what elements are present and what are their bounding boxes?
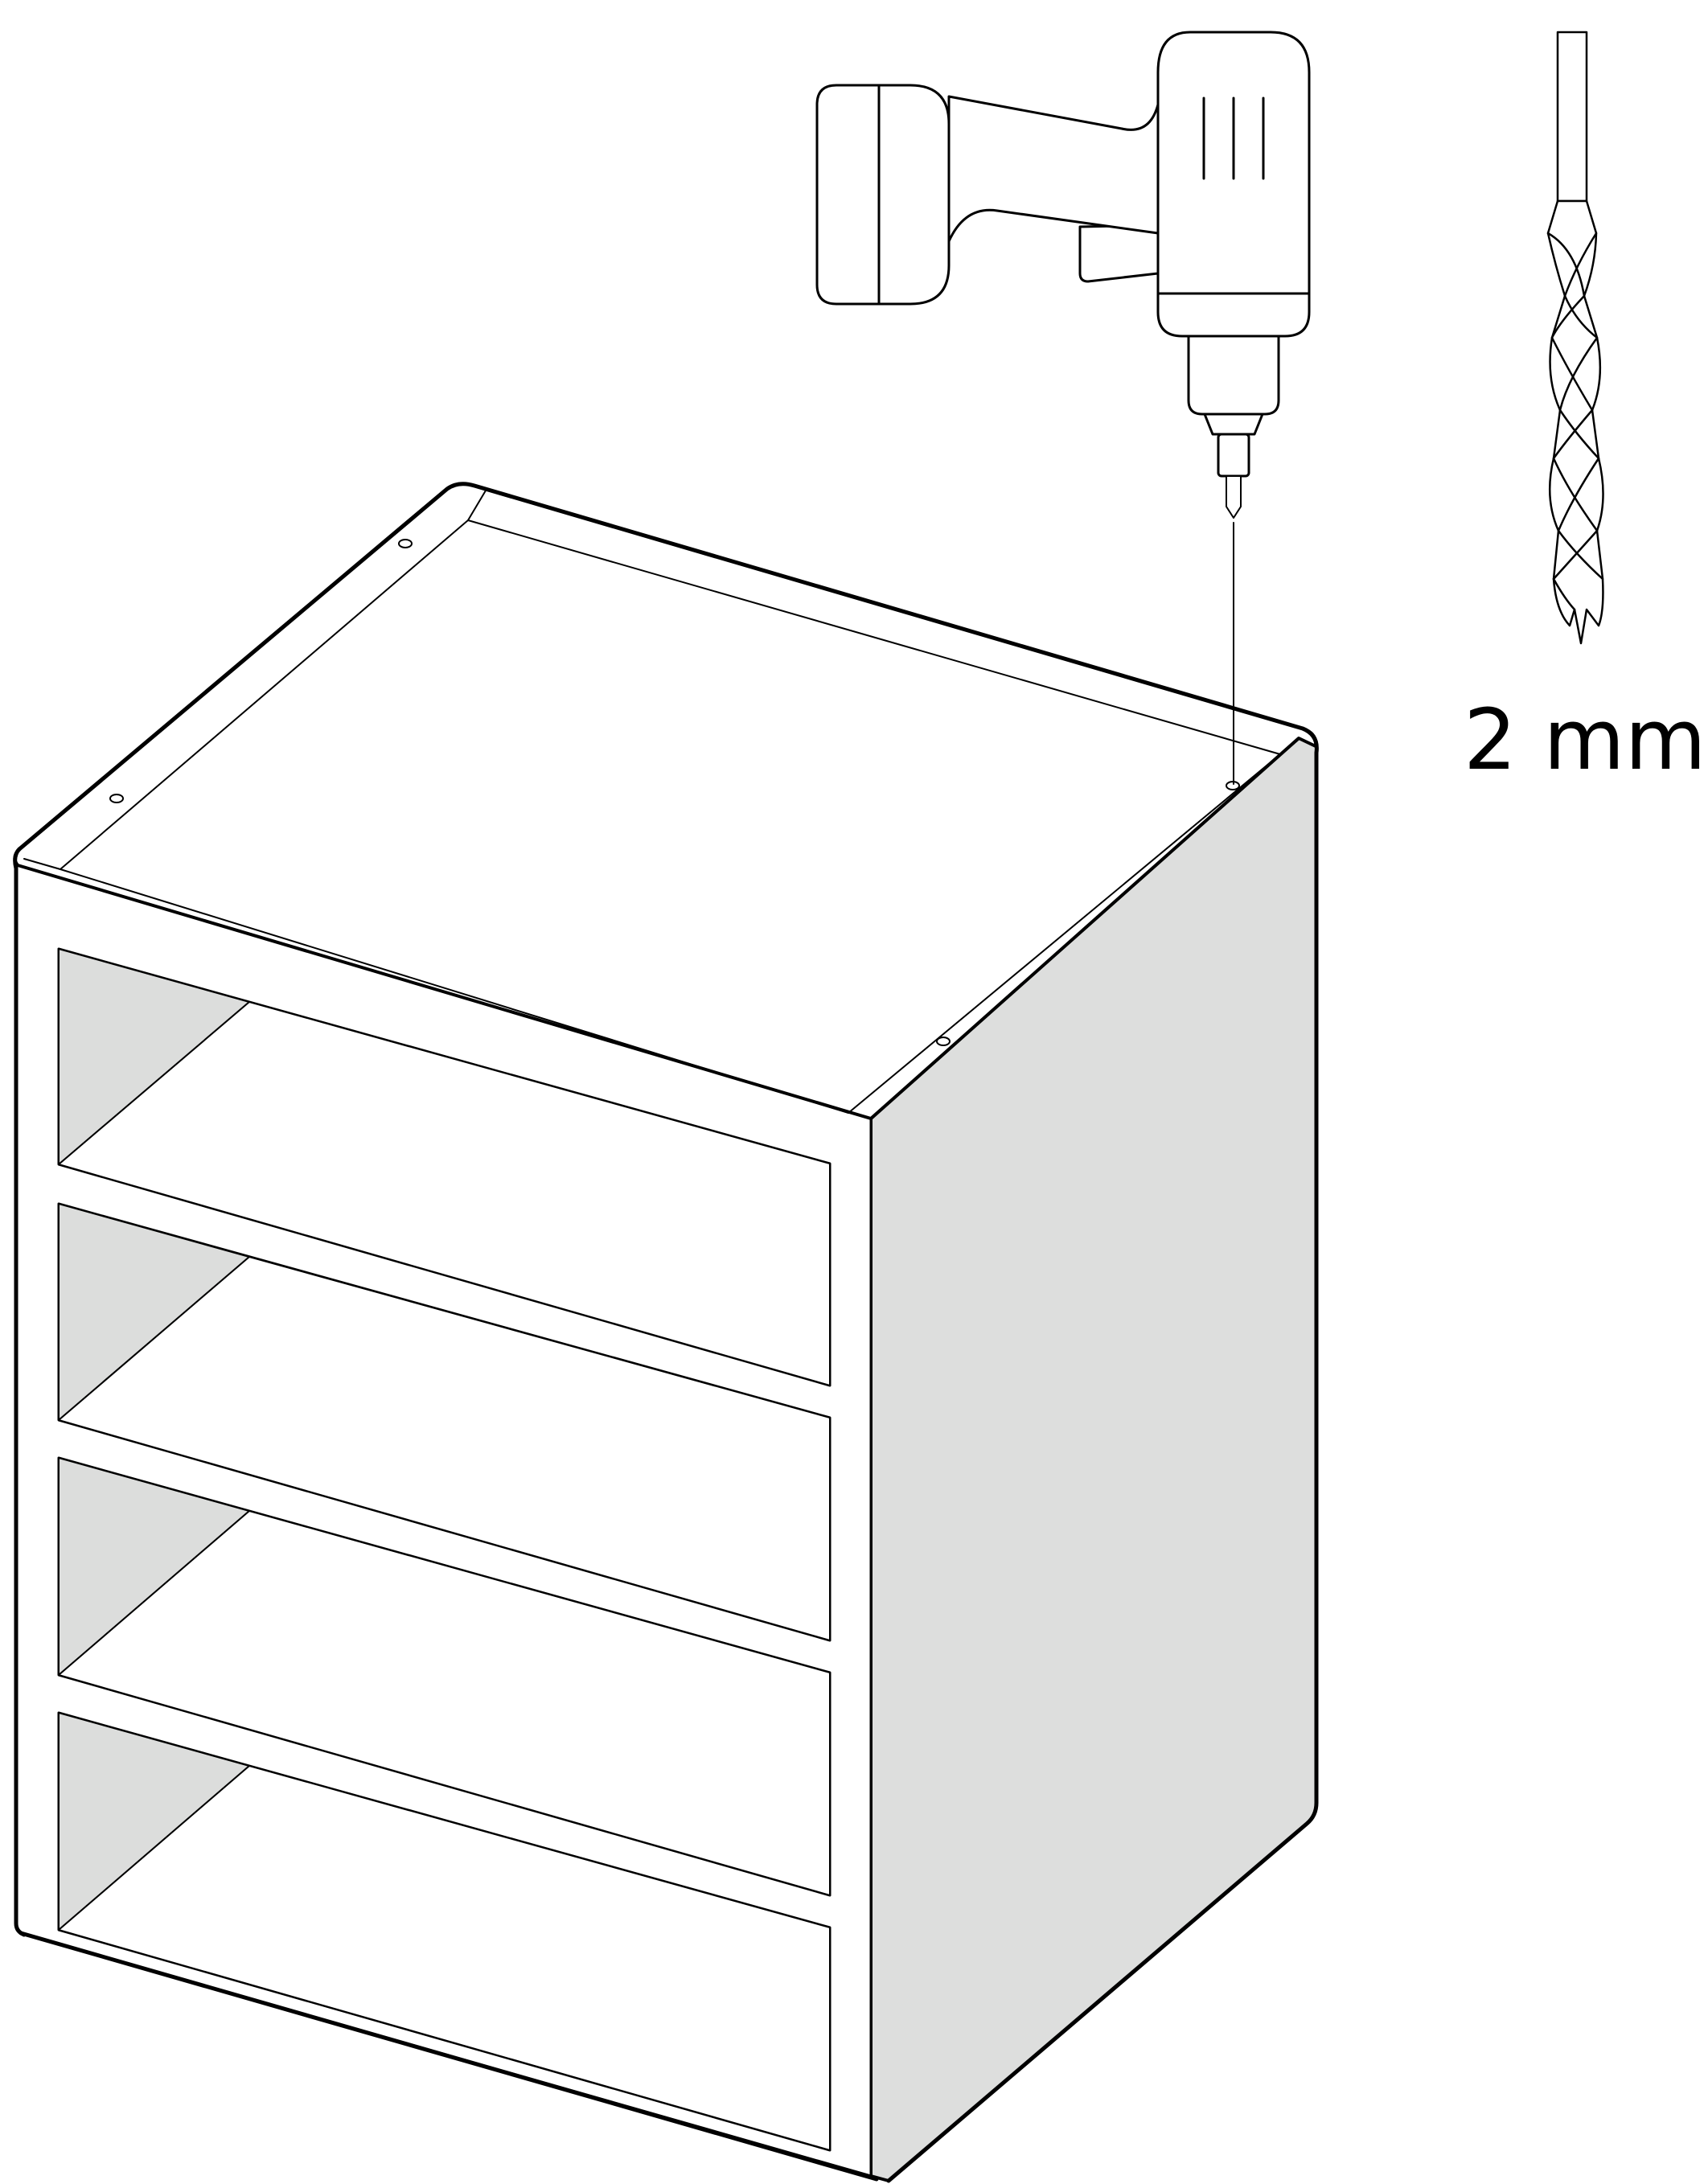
drill-grip-trigger (1078, 224, 1160, 283)
shelf-floor (58, 1256, 831, 1641)
power-drill-icon (815, 31, 1311, 785)
top-inner-front-line (60, 868, 849, 1114)
top-right-corner (1279, 737, 1301, 755)
bit-flute-edge (1550, 232, 1600, 581)
bit-body (1546, 199, 1604, 645)
screw-hole (109, 794, 124, 803)
shelf-unit-icon (13, 482, 1319, 2183)
shelf-floor (58, 1510, 831, 1896)
screw-hole (398, 539, 413, 548)
top-panel-inset (60, 519, 1281, 1114)
unit-outline (17, 482, 1319, 2183)
shelf-floor (58, 1765, 831, 2151)
drill-bit-size-label: 2 mm (1464, 691, 1704, 789)
drill-handle (947, 95, 1160, 243)
bit-flute (1546, 232, 1604, 611)
drill-battery (815, 84, 951, 306)
drill-body (1156, 31, 1311, 338)
drill-chuck (1187, 335, 1280, 416)
top-back-corner (467, 490, 487, 521)
shelf-floor (58, 1001, 831, 1386)
drill-collet (1217, 433, 1250, 478)
left-outline (13, 847, 27, 1937)
top-left-corner (23, 858, 61, 870)
installed-bit (1226, 475, 1242, 519)
bit-shank (1556, 31, 1588, 203)
drill-chuck-nose (1203, 413, 1264, 436)
drill-bit-icon (1546, 31, 1604, 645)
screw-hole (936, 1037, 951, 1046)
